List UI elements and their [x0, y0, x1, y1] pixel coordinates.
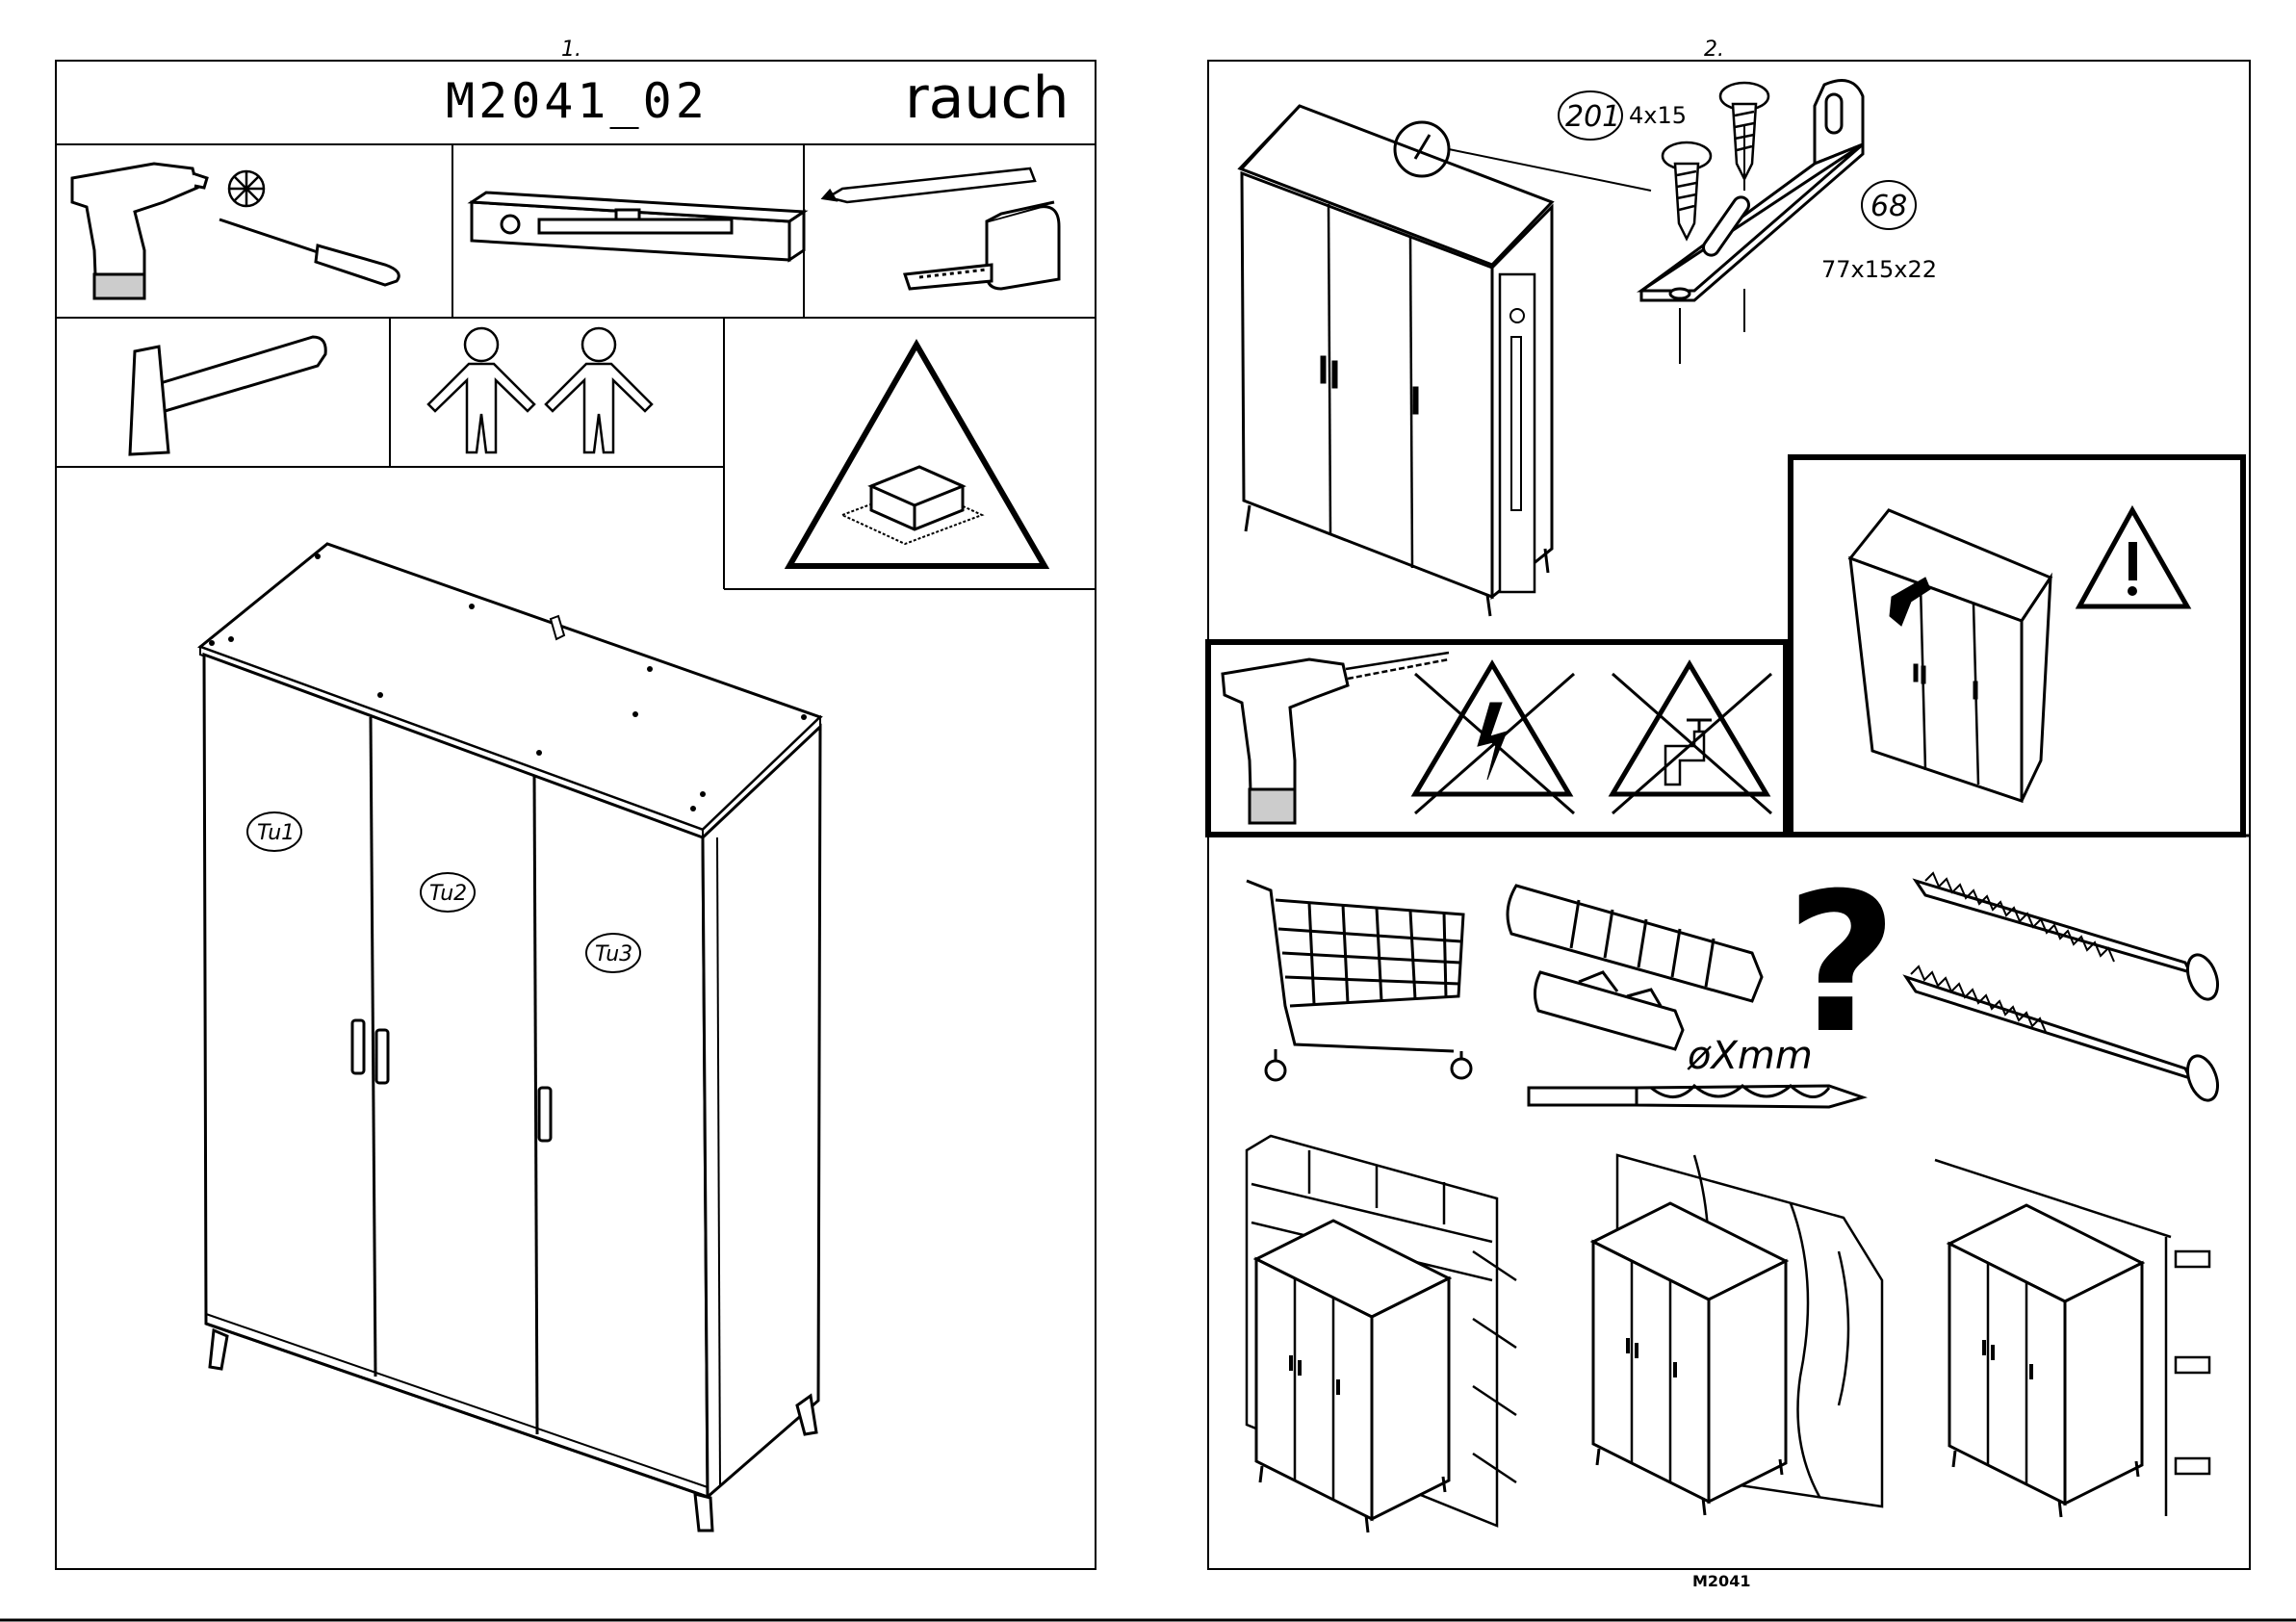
wardrobe-on-wood-wall — [1593, 1203, 1786, 1515]
assemble-on-carpet-warning-icon — [789, 345, 1045, 566]
bracket-part-number: 68 — [1870, 190, 1907, 223]
question-mark-icon: ? — [1786, 852, 1897, 1076]
wardrobe-illustration — [200, 544, 820, 1531]
screw-part-number: 201 — [1565, 100, 1620, 134]
page-number-right: 2. — [1704, 38, 1724, 62]
wall-plug-icon — [1508, 886, 1762, 1049]
drill-bit-icon — [1529, 1086, 1863, 1107]
wardrobe-on-board-wall — [1949, 1205, 2142, 1517]
screw-head-icon — [229, 171, 264, 206]
spirit-level-icon — [472, 193, 804, 260]
screw-part-label: 201 4x15 — [1559, 91, 1687, 140]
door-label-tu2: Tu2 — [429, 882, 467, 906]
shopping-cart-icon — [1247, 881, 1471, 1080]
screwdriver-icon — [219, 219, 399, 285]
screw-size: 4x15 — [1629, 102, 1687, 129]
wardrobe-on-brick-wall — [1256, 1221, 1449, 1532]
brand-logo: rauch — [905, 64, 1069, 132]
bracket-part-label: 68 77x15x22 — [1821, 181, 1937, 283]
wall-screw-icon — [1906, 873, 2223, 1104]
tip-over-warning-icon — [1850, 510, 2187, 801]
model-code: M2041_02 — [446, 73, 709, 129]
door-label-tu3: Tu3 — [595, 942, 632, 966]
no-electric-cable-warning-icon — [1415, 664, 1574, 813]
bracket-size: 77x15x22 — [1821, 256, 1937, 283]
page-right: 2. 201 4x15 — [1208, 38, 2250, 1590]
cordless-drill-icon — [72, 164, 207, 298]
cordless-drill-icon — [1223, 653, 1449, 823]
two-persons-icon — [428, 328, 652, 452]
tape-measure-icon — [905, 202, 1059, 289]
wardrobe-top-bracket-illustration — [1240, 106, 1651, 616]
door-label-tu1: Tu1 — [257, 821, 295, 845]
no-water-pipe-warning-icon — [1612, 664, 1771, 813]
page-left: 1. M2041_02 rauch — [56, 38, 1096, 1569]
pencil-icon — [823, 168, 1035, 202]
hammer-icon — [130, 337, 325, 454]
page-number-left: 1. — [561, 38, 581, 62]
footer-code: M2041 — [1692, 1572, 1750, 1590]
